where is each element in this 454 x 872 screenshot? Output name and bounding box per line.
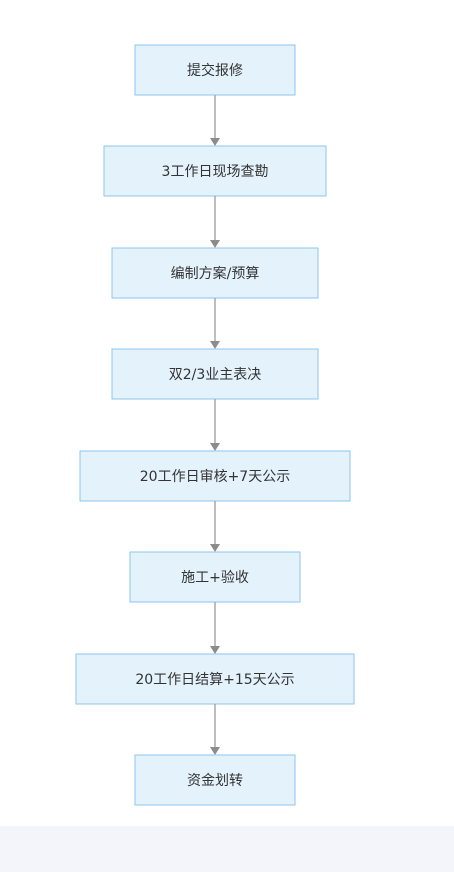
step-plan-budget: 编制方案/预算 [111, 247, 319, 299]
step-box [79, 450, 351, 502]
step-box [129, 551, 301, 603]
step-construction-acceptance: 施工+验收 [129, 551, 301, 603]
step-review-publicity: 20工作日审核+7天公示 [79, 450, 351, 502]
step-owner-vote: 双2/3业主表决 [111, 348, 319, 400]
footer-band [0, 826, 454, 872]
flow-arrow [210, 196, 220, 248]
flow-arrow [210, 602, 220, 654]
step-label: 提交报修 [187, 62, 243, 79]
flow-arrow [210, 399, 220, 451]
step-box [103, 145, 327, 197]
step-fund-transfer: 资金划转 [134, 754, 296, 806]
arrow-head [210, 341, 220, 349]
step-box [111, 247, 319, 299]
arrow-head [210, 443, 220, 451]
step-label: 3工作日现场查勘 [162, 164, 269, 180]
step-site-survey: 3工作日现场查勘 [103, 145, 327, 197]
flow-arrow [210, 298, 220, 349]
step-label: 编制方案/预算 [171, 265, 260, 282]
step-label: 20工作日审核+7天公示 [140, 469, 290, 485]
flow-arrow [210, 95, 220, 146]
step-label: 资金划转 [187, 773, 243, 789]
step-box [134, 754, 296, 806]
step-label: 双2/3业主表决 [169, 367, 262, 383]
step-settlement-publicity: 20工作日结算+15天公示 [75, 653, 355, 705]
arrow-head [210, 240, 220, 248]
step-submit-repair: 提交报修 [134, 44, 296, 96]
arrow-head [210, 646, 220, 654]
step-label: 施工+验收 [181, 570, 249, 586]
step-box [134, 44, 296, 96]
flow-arrow [210, 501, 220, 552]
step-box [75, 653, 355, 705]
flow-arrow [210, 704, 220, 755]
arrow-head [210, 544, 220, 552]
step-label: 20工作日结算+15天公示 [135, 672, 294, 688]
arrow-head [210, 747, 220, 755]
arrow-head [210, 138, 220, 146]
